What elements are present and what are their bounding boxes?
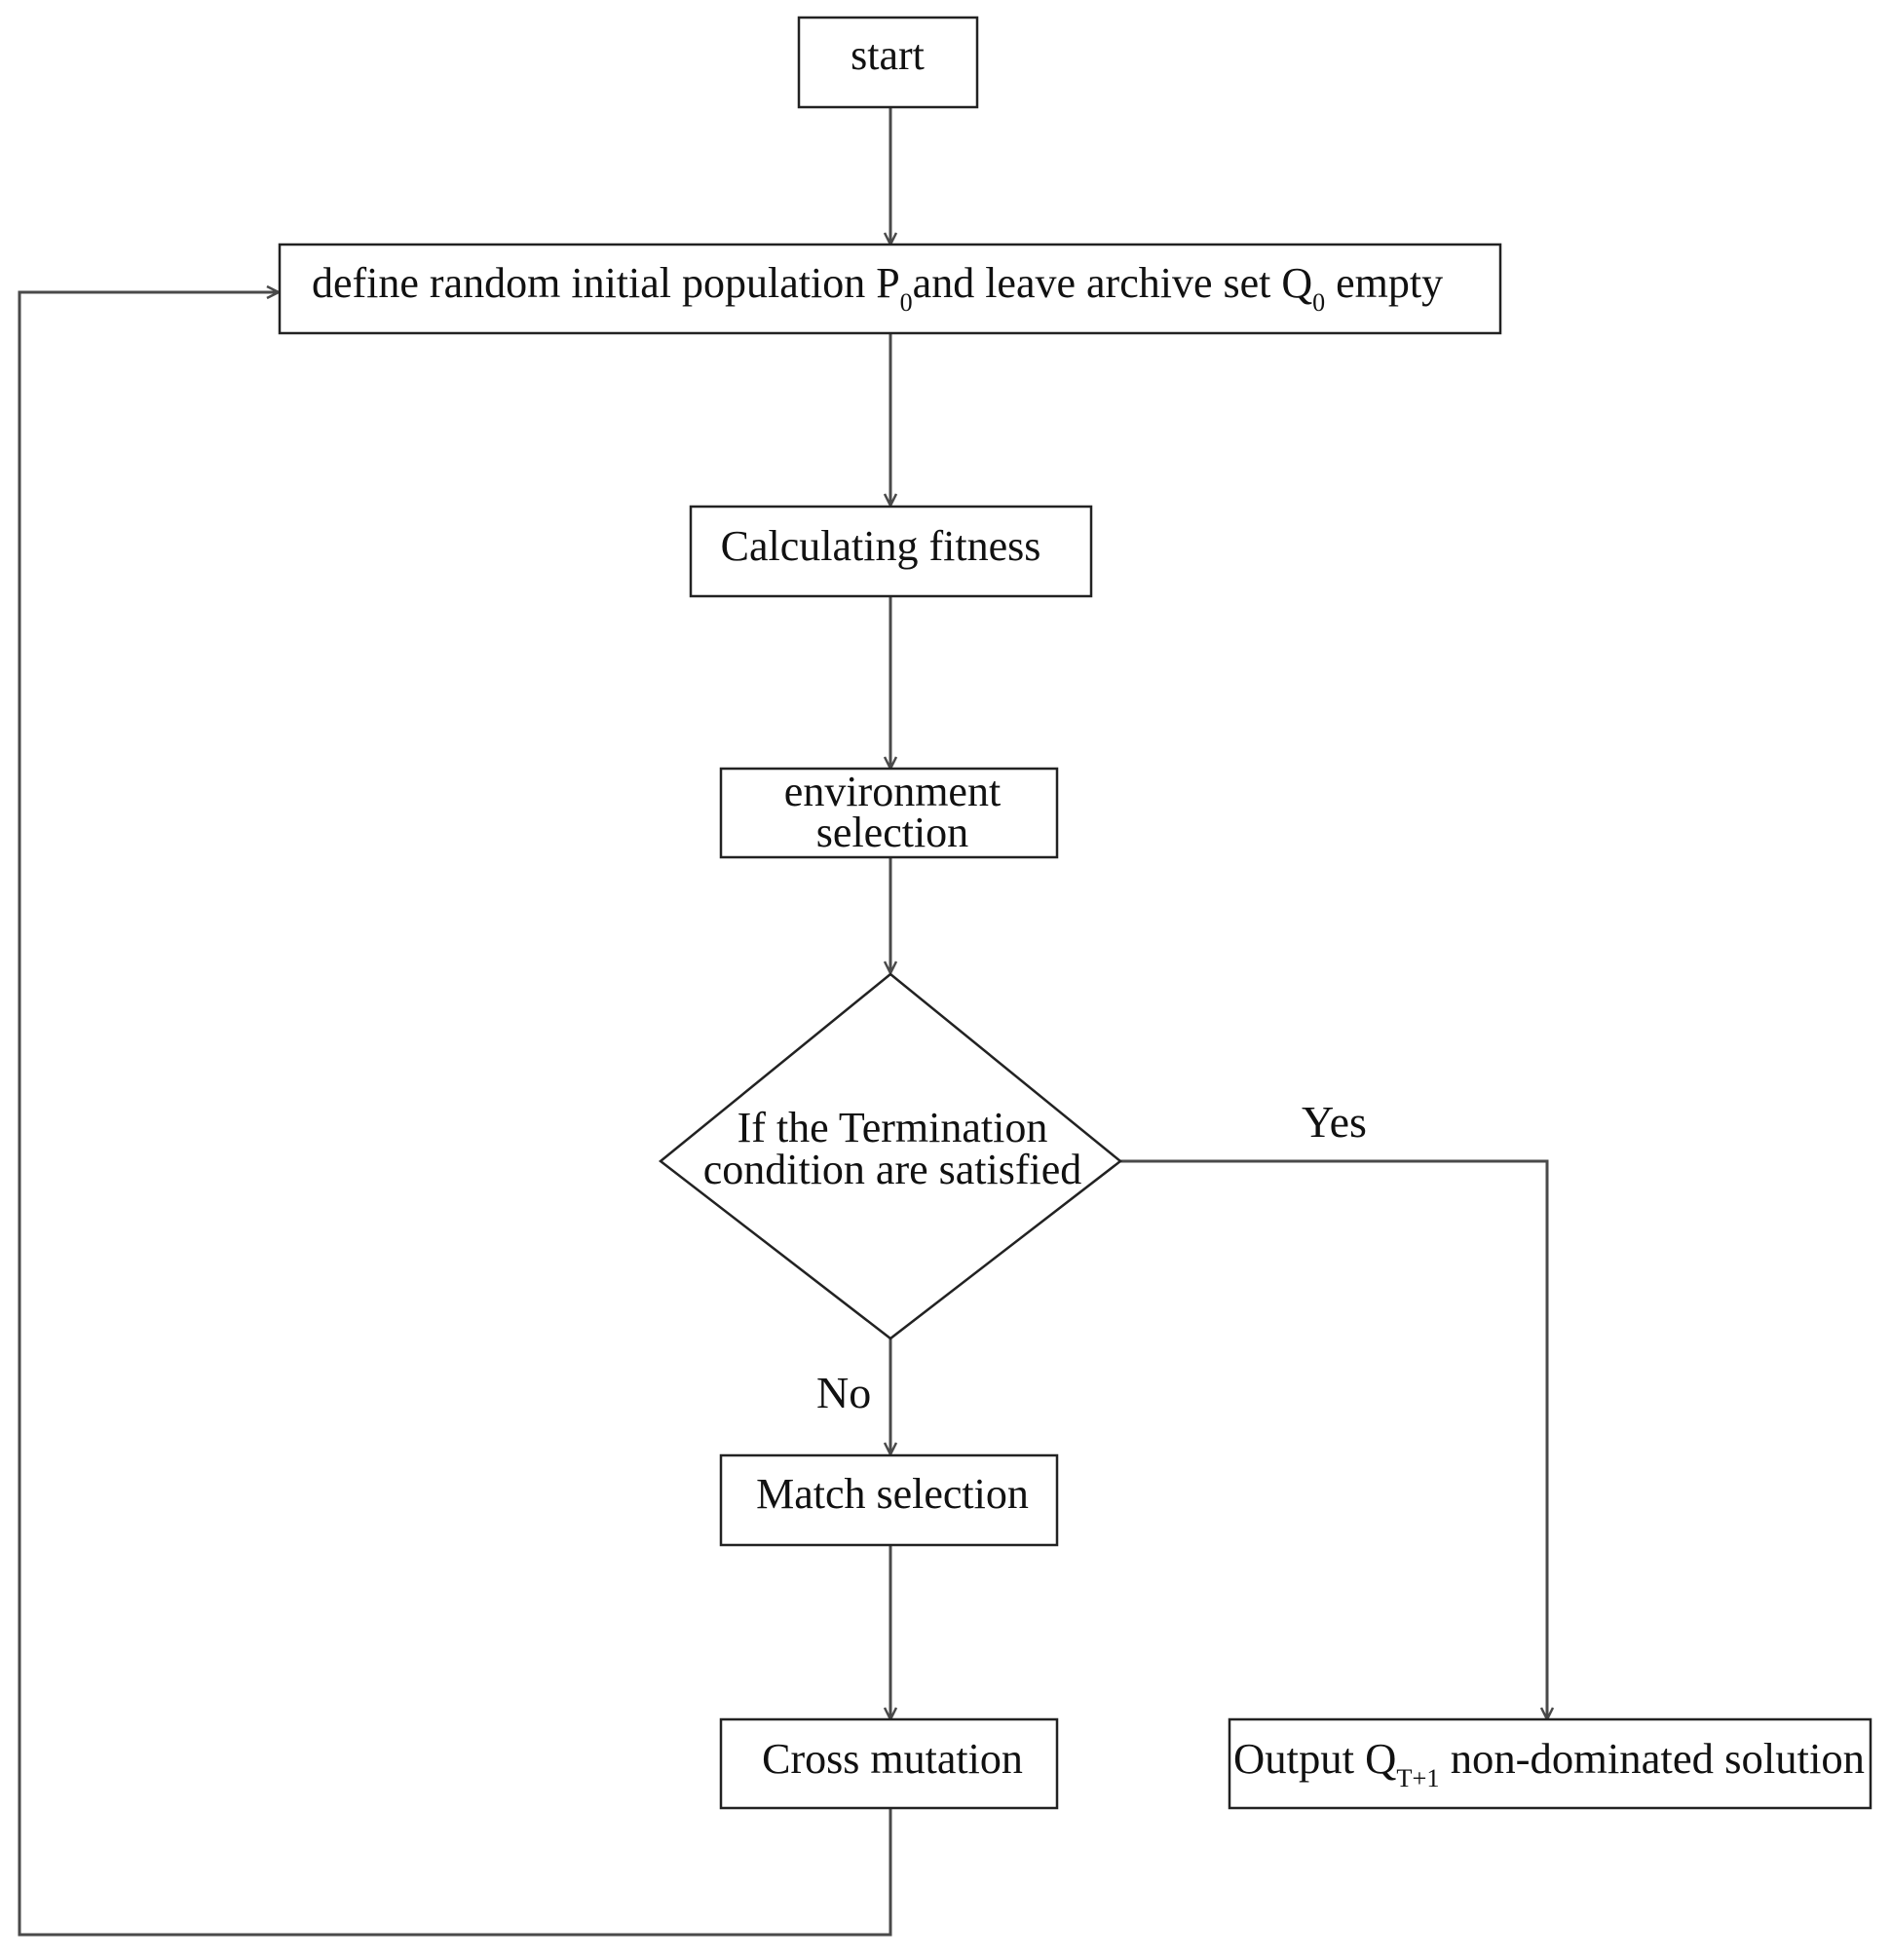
environment-box (719, 767, 1059, 859)
decision-node: If the Termination condition are satisfi… (658, 972, 1123, 1340)
init-node: define random initial population P0and l… (278, 243, 1502, 335)
init-box (278, 243, 1502, 335)
output-label-sub: T+1 (1396, 1764, 1439, 1792)
init-label-part2: and leave archive set Q (913, 259, 1313, 307)
cross-node: Cross mutation (719, 1717, 1059, 1810)
yes-label: Yes (1302, 1097, 1367, 1147)
init-label-sub2: 0 (1312, 288, 1325, 317)
init-label-part1: define random initial population P (312, 259, 900, 307)
decision-diamond (658, 972, 1123, 1340)
no-label: No (816, 1368, 871, 1417)
start-label: start (851, 31, 925, 79)
cross-label: Cross mutation (762, 1735, 1023, 1783)
match-box (719, 1453, 1059, 1547)
output-box (1228, 1717, 1872, 1810)
cross-box (719, 1717, 1059, 1810)
start-node: start (797, 16, 979, 109)
edge-decision-yes-to-output (1120, 1159, 1547, 1718)
environment-label-line1: environment (784, 768, 1001, 815)
init-label: define random initial population P0and l… (312, 259, 1443, 317)
edges (18, 107, 1547, 1937)
output-node: Output QT+1 non-dominated solution (1228, 1717, 1872, 1810)
environment-node: environment selection (719, 767, 1059, 859)
decision-label-line1: If the Termination (737, 1104, 1048, 1151)
fitness-box (689, 505, 1093, 598)
edge-loop-cross-to-init (18, 292, 892, 1937)
environment-label-line2: selection (816, 809, 968, 856)
start-box (797, 16, 979, 109)
match-label: Match selection (756, 1470, 1029, 1518)
output-label-part1: Output Q (1233, 1735, 1397, 1783)
fitness-label: Calculating fitness (721, 522, 1041, 570)
init-label-part3: empty (1325, 259, 1443, 307)
match-node: Match selection (719, 1453, 1059, 1547)
init-label-sub1: 0 (900, 288, 913, 317)
output-label: Output QT+1 non-dominated solution (1233, 1735, 1865, 1792)
fitness-node: Calculating fitness (689, 505, 1093, 598)
decision-label-line2: condition are satisfied (703, 1146, 1082, 1193)
output-label-part2: non-dominated solution (1440, 1735, 1865, 1783)
